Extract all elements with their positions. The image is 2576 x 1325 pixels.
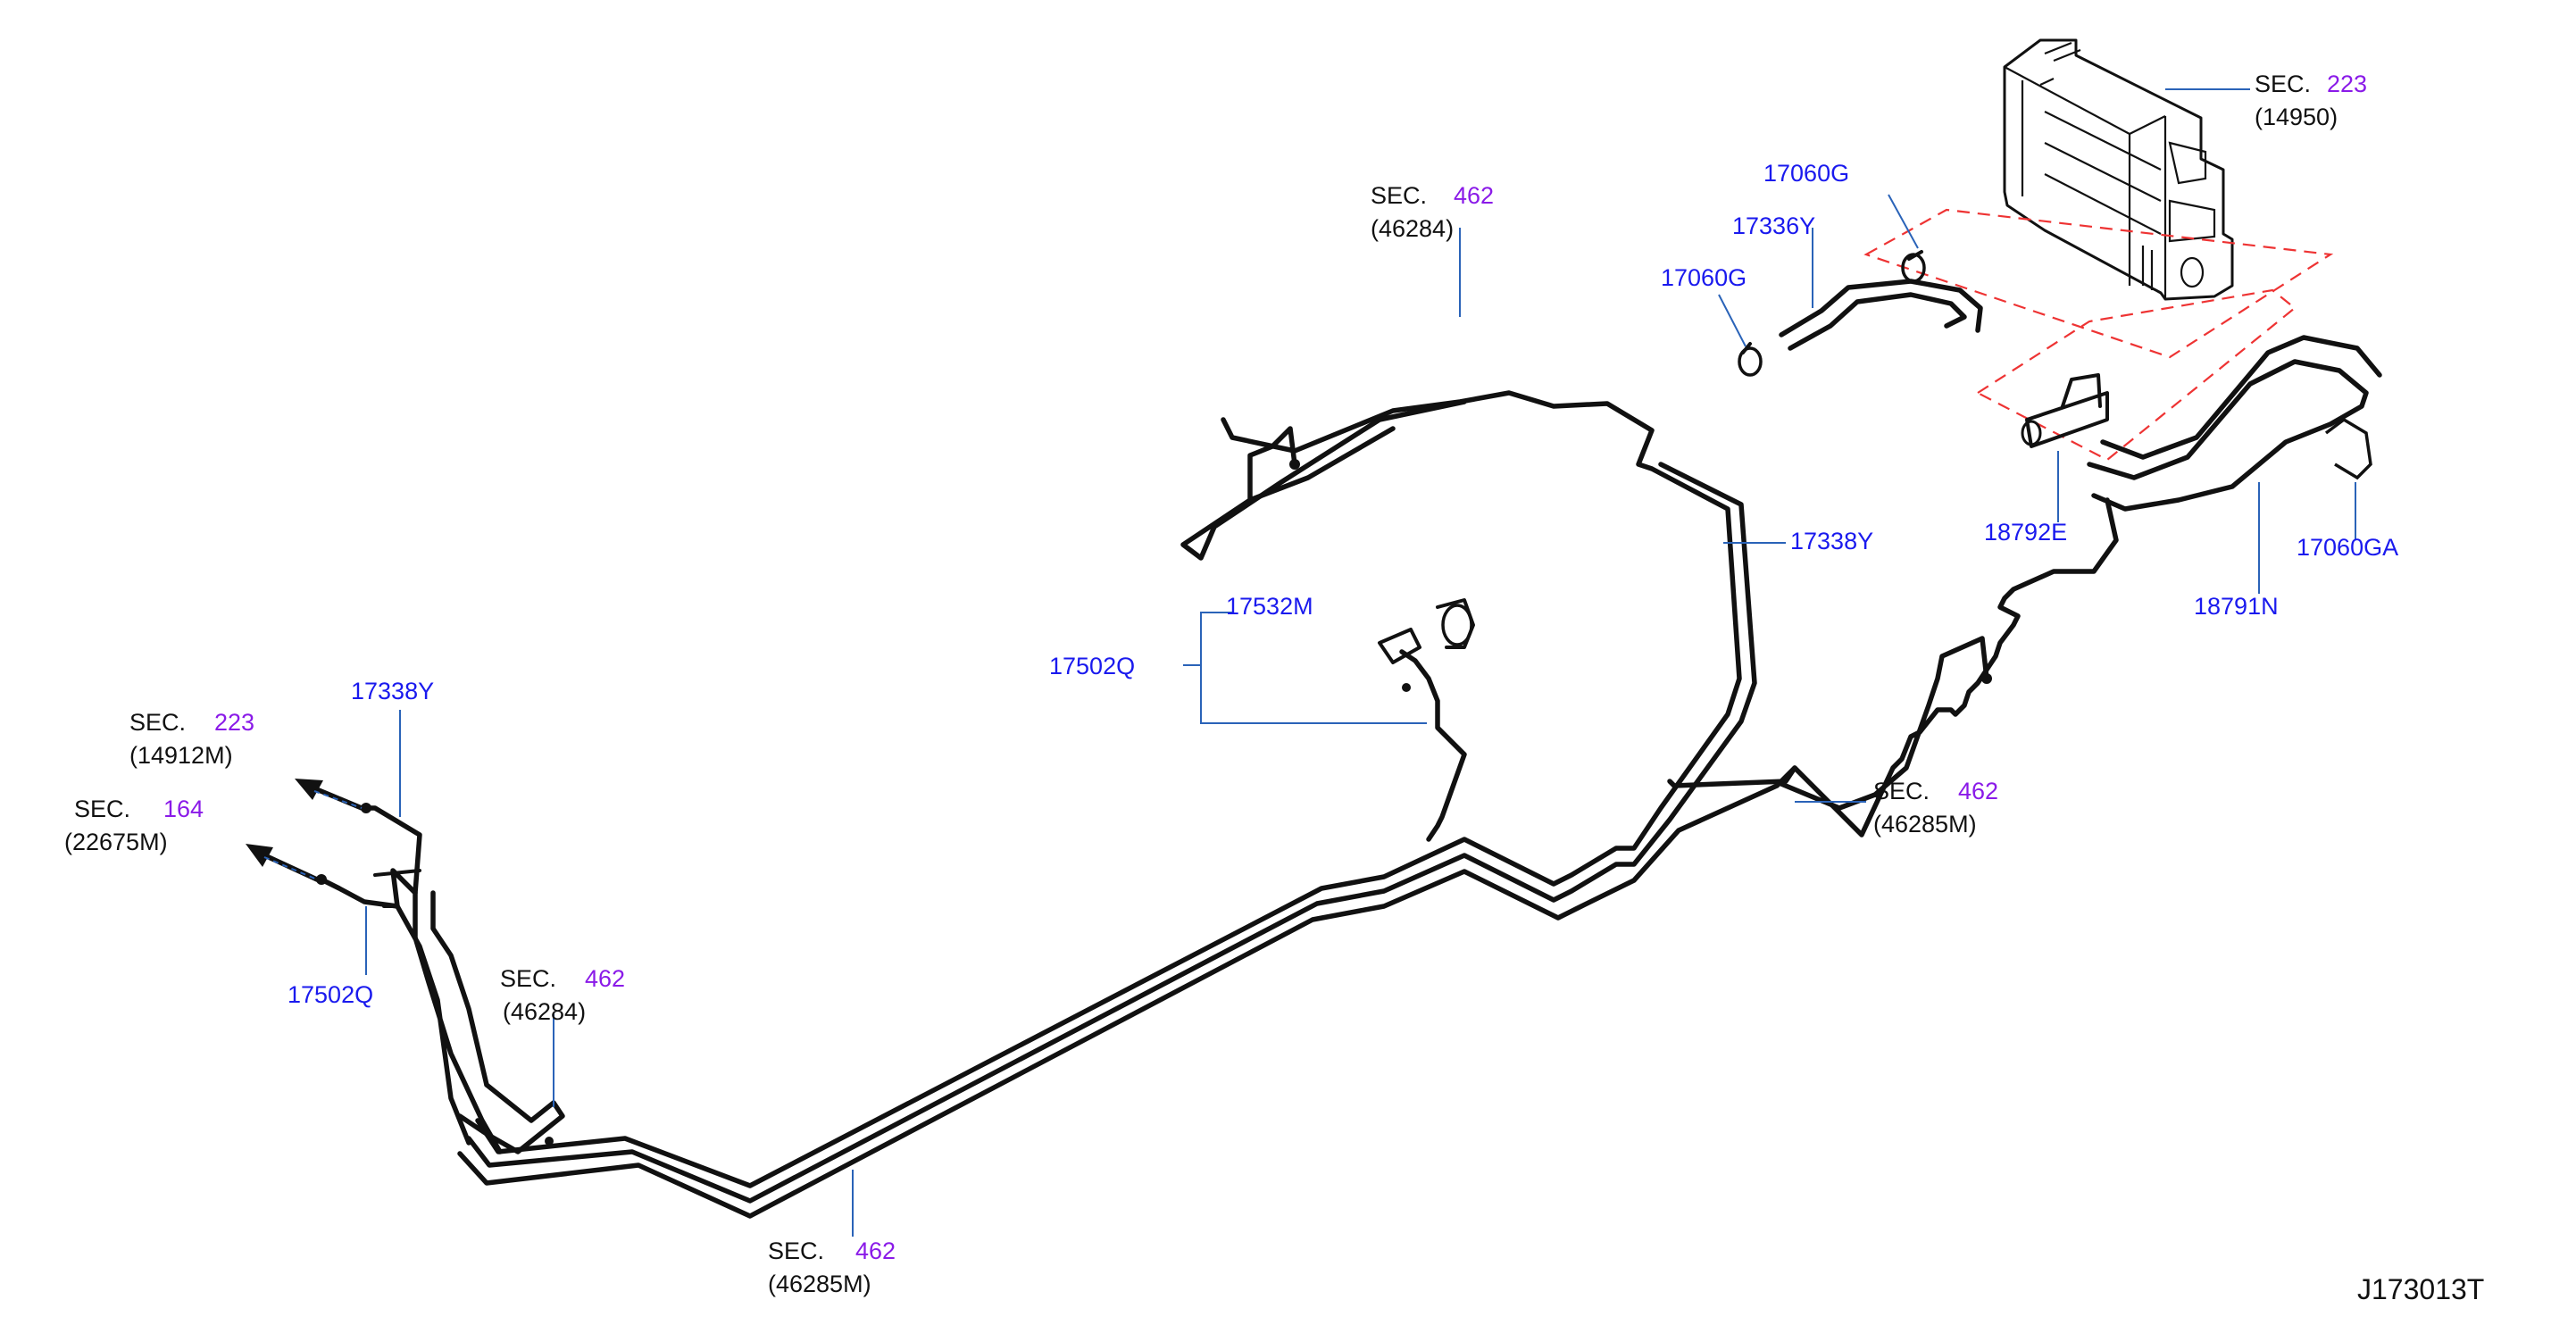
diagram-code: J173013T: [2357, 1273, 2484, 1305]
part-17338Y-right[interactable]: 17338Y: [1790, 528, 1873, 554]
ref-right: (46285M): [1873, 811, 1977, 838]
ref-left-462: (46284): [503, 998, 586, 1025]
ref-left-223: (14912M): [129, 742, 233, 769]
leader-lines: [365, 88, 2356, 1237]
sec-number-top[interactable]: 462: [1454, 182, 1494, 209]
sec-label-canister: SEC.: [2255, 71, 2311, 97]
part-17060G-mid[interactable]: 17060G: [1661, 264, 1747, 291]
part-17060GA[interactable]: 17060GA: [2297, 534, 2398, 561]
connector-18792E: [2021, 373, 2109, 448]
sec-label-bottom: SEC.: [768, 1238, 824, 1264]
clamp-17060GA: [2324, 417, 2372, 480]
ref-left-164: (22675M): [64, 829, 168, 855]
sec-label-left-223: SEC.: [129, 709, 186, 736]
sec-number-left-223[interactable]: 223: [214, 709, 254, 736]
part-17338Y-left[interactable]: 17338Y: [351, 678, 434, 704]
sec-number-left-164[interactable]: 164: [163, 796, 204, 822]
clamp-17060G-mid: [1738, 342, 1763, 377]
ref-bottom: (46285M): [768, 1271, 871, 1297]
pipe-end-dot: [316, 874, 327, 885]
connector-17532M: [1378, 598, 1475, 664]
arrow-to-sec223: [295, 779, 364, 811]
sec-label-left-164: SEC.: [74, 796, 130, 822]
ref-top: (46284): [1371, 215, 1454, 242]
ref-canister: (14950): [2255, 104, 2338, 130]
hose-17336Y: [1779, 279, 1983, 351]
pipe-end-dot: [1402, 683, 1411, 692]
sec-label-right: SEC.: [1873, 778, 1930, 804]
hose-zone-outline: [1975, 288, 2297, 462]
fuel-pipe-bundle: [319, 390, 2119, 1219]
clamp-17060G-top: [1901, 250, 1926, 283]
sec-number-right[interactable]: 462: [1958, 778, 1998, 804]
hose-18791N: [2087, 335, 2382, 512]
part-17502Q-left[interactable]: 17502Q: [288, 981, 373, 1008]
evap-canister: [2003, 38, 2234, 301]
part-17532M[interactable]: 17532M: [1226, 593, 1313, 620]
sec-number-left-462[interactable]: 462: [585, 965, 625, 992]
part-18791N[interactable]: 18791N: [2194, 593, 2279, 620]
part-17060G-top[interactable]: 17060G: [1763, 160, 1849, 187]
pipe-end-dot: [361, 803, 371, 813]
pipe-end-dot: [545, 1137, 554, 1146]
sec-label-top: SEC.: [1371, 182, 1427, 209]
pipe-end-dot: [1981, 673, 1992, 684]
sec-number-bottom[interactable]: 462: [855, 1238, 896, 1264]
sec-label-left-462: SEC.: [500, 965, 556, 992]
part-17502Q-mid[interactable]: 17502Q: [1049, 653, 1135, 679]
pipe-end-dot: [1289, 459, 1300, 470]
canister-zone-outline: [1863, 208, 2334, 359]
part-18792E[interactable]: 18792E: [1984, 519, 2067, 546]
arrow-to-sec164: [246, 844, 320, 882]
part-17336Y[interactable]: 17336Y: [1732, 212, 1815, 239]
sec-number-canister[interactable]: 223: [2327, 71, 2367, 97]
